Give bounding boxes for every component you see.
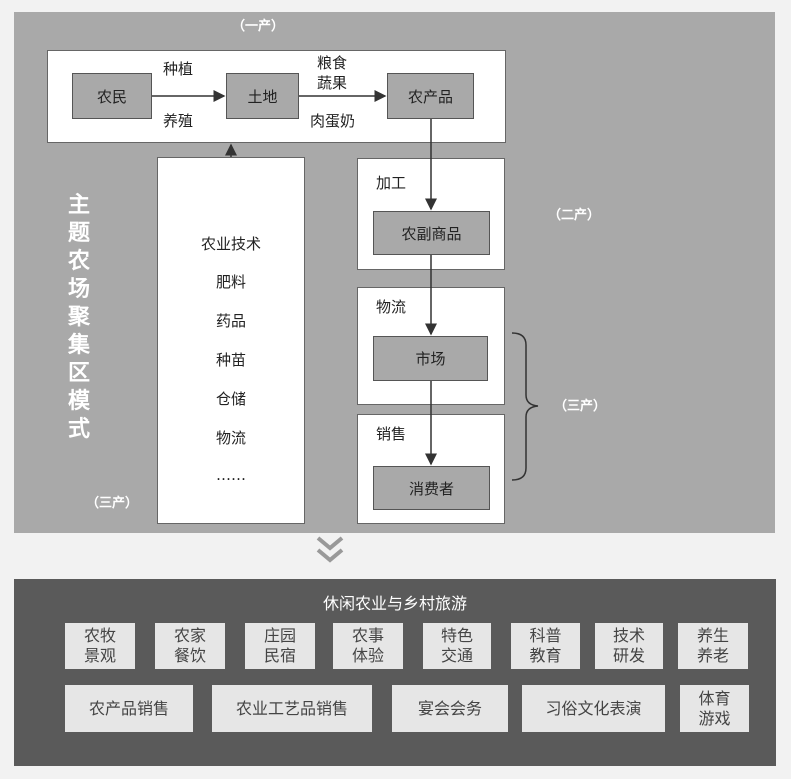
activity-label: 体育游戏 (698, 688, 731, 728)
activity-label: 庄园 (263, 626, 296, 645)
activity-label: 景观 (83, 646, 116, 665)
support-item: …… (216, 466, 246, 484)
stage-label: 销售 (376, 425, 407, 443)
activity-box: 农产品销售 (65, 685, 193, 732)
activity-label: 农业工艺品销售 (235, 698, 348, 718)
support-item: 肥料 (215, 273, 246, 291)
activity-label: 教育 (529, 646, 562, 665)
activity-box: 科普教育 (511, 623, 580, 669)
brace (511, 332, 539, 481)
node-market: 市场 (373, 336, 488, 381)
activity-label: 养老 (696, 646, 729, 665)
activity-box: 农牧景观 (65, 623, 135, 669)
support-item: 物流 (215, 429, 246, 447)
support-item: 农业技术 (200, 235, 261, 253)
activity-label: 特色 (440, 626, 473, 645)
edge-label: 肉蛋奶 (310, 112, 356, 130)
node-byproducts: 农副商品 (373, 211, 490, 255)
activity-label: 宴会会务 (417, 698, 482, 718)
activity-box: 农家餐饮 (155, 623, 225, 669)
support-box (157, 157, 305, 524)
node-consumer: 消费者 (373, 466, 490, 510)
node-products: 农产品 (387, 73, 474, 119)
stage-label: 加工 (376, 174, 407, 192)
activity-label: 研发 (612, 646, 645, 665)
activity-box: 习俗文化表演 (522, 685, 665, 732)
activity-box: 体育游戏 (680, 685, 749, 732)
activity-label: 农牧 (83, 626, 116, 645)
tag-primary: （一产） (232, 19, 285, 34)
node-farmer: 农民 (72, 73, 152, 119)
tag-tertiary-right: （三产） (554, 399, 607, 414)
edge-label: 粮食 (317, 54, 348, 72)
activity-label: 养生 (696, 626, 729, 645)
vertical-title: 主题农场聚集区模式 (67, 193, 90, 442)
activity-box: 特色交通 (423, 623, 491, 669)
support-item: 仓储 (215, 390, 246, 408)
tag-tertiary-left: （三产） (86, 496, 139, 511)
connectors (152, 90, 539, 563)
activity-label: 科普 (529, 626, 562, 645)
activity-box: 庄园民宿 (245, 623, 315, 669)
activity-label: 农产品销售 (88, 698, 169, 718)
edge-label: 种植 (163, 60, 194, 78)
activity-label: 交通 (440, 646, 473, 665)
leisure-panel (14, 579, 776, 766)
activity-box: 宴会会务 (392, 685, 508, 732)
activity-label: 习俗文化表演 (545, 698, 642, 718)
edge-label: 蔬果 (317, 74, 348, 92)
activity-label: 民宿 (263, 646, 296, 665)
activity-label: 餐饮 (173, 646, 206, 665)
tag-secondary: （二产） (548, 208, 601, 223)
activity-label: 农家 (173, 626, 206, 645)
support-item: 药品 (215, 312, 246, 330)
stage-label: 物流 (376, 298, 407, 316)
activity-box: 技术研发 (595, 623, 663, 669)
activity-box: 农事体验 (333, 623, 403, 669)
edge-label: 养殖 (163, 112, 194, 130)
activity-label: 体验 (351, 646, 384, 665)
activity-label: 技术 (612, 626, 645, 645)
activity-box: 农业工艺品销售 (212, 685, 372, 732)
support-item: 种苗 (215, 351, 246, 369)
node-land: 土地 (226, 73, 299, 119)
chevron-down-icon (316, 536, 344, 563)
leisure-title: 休闲农业与乡村旅游 (322, 594, 467, 613)
activity-label: 农事 (351, 626, 384, 645)
activity-box: 养生养老 (678, 623, 748, 669)
